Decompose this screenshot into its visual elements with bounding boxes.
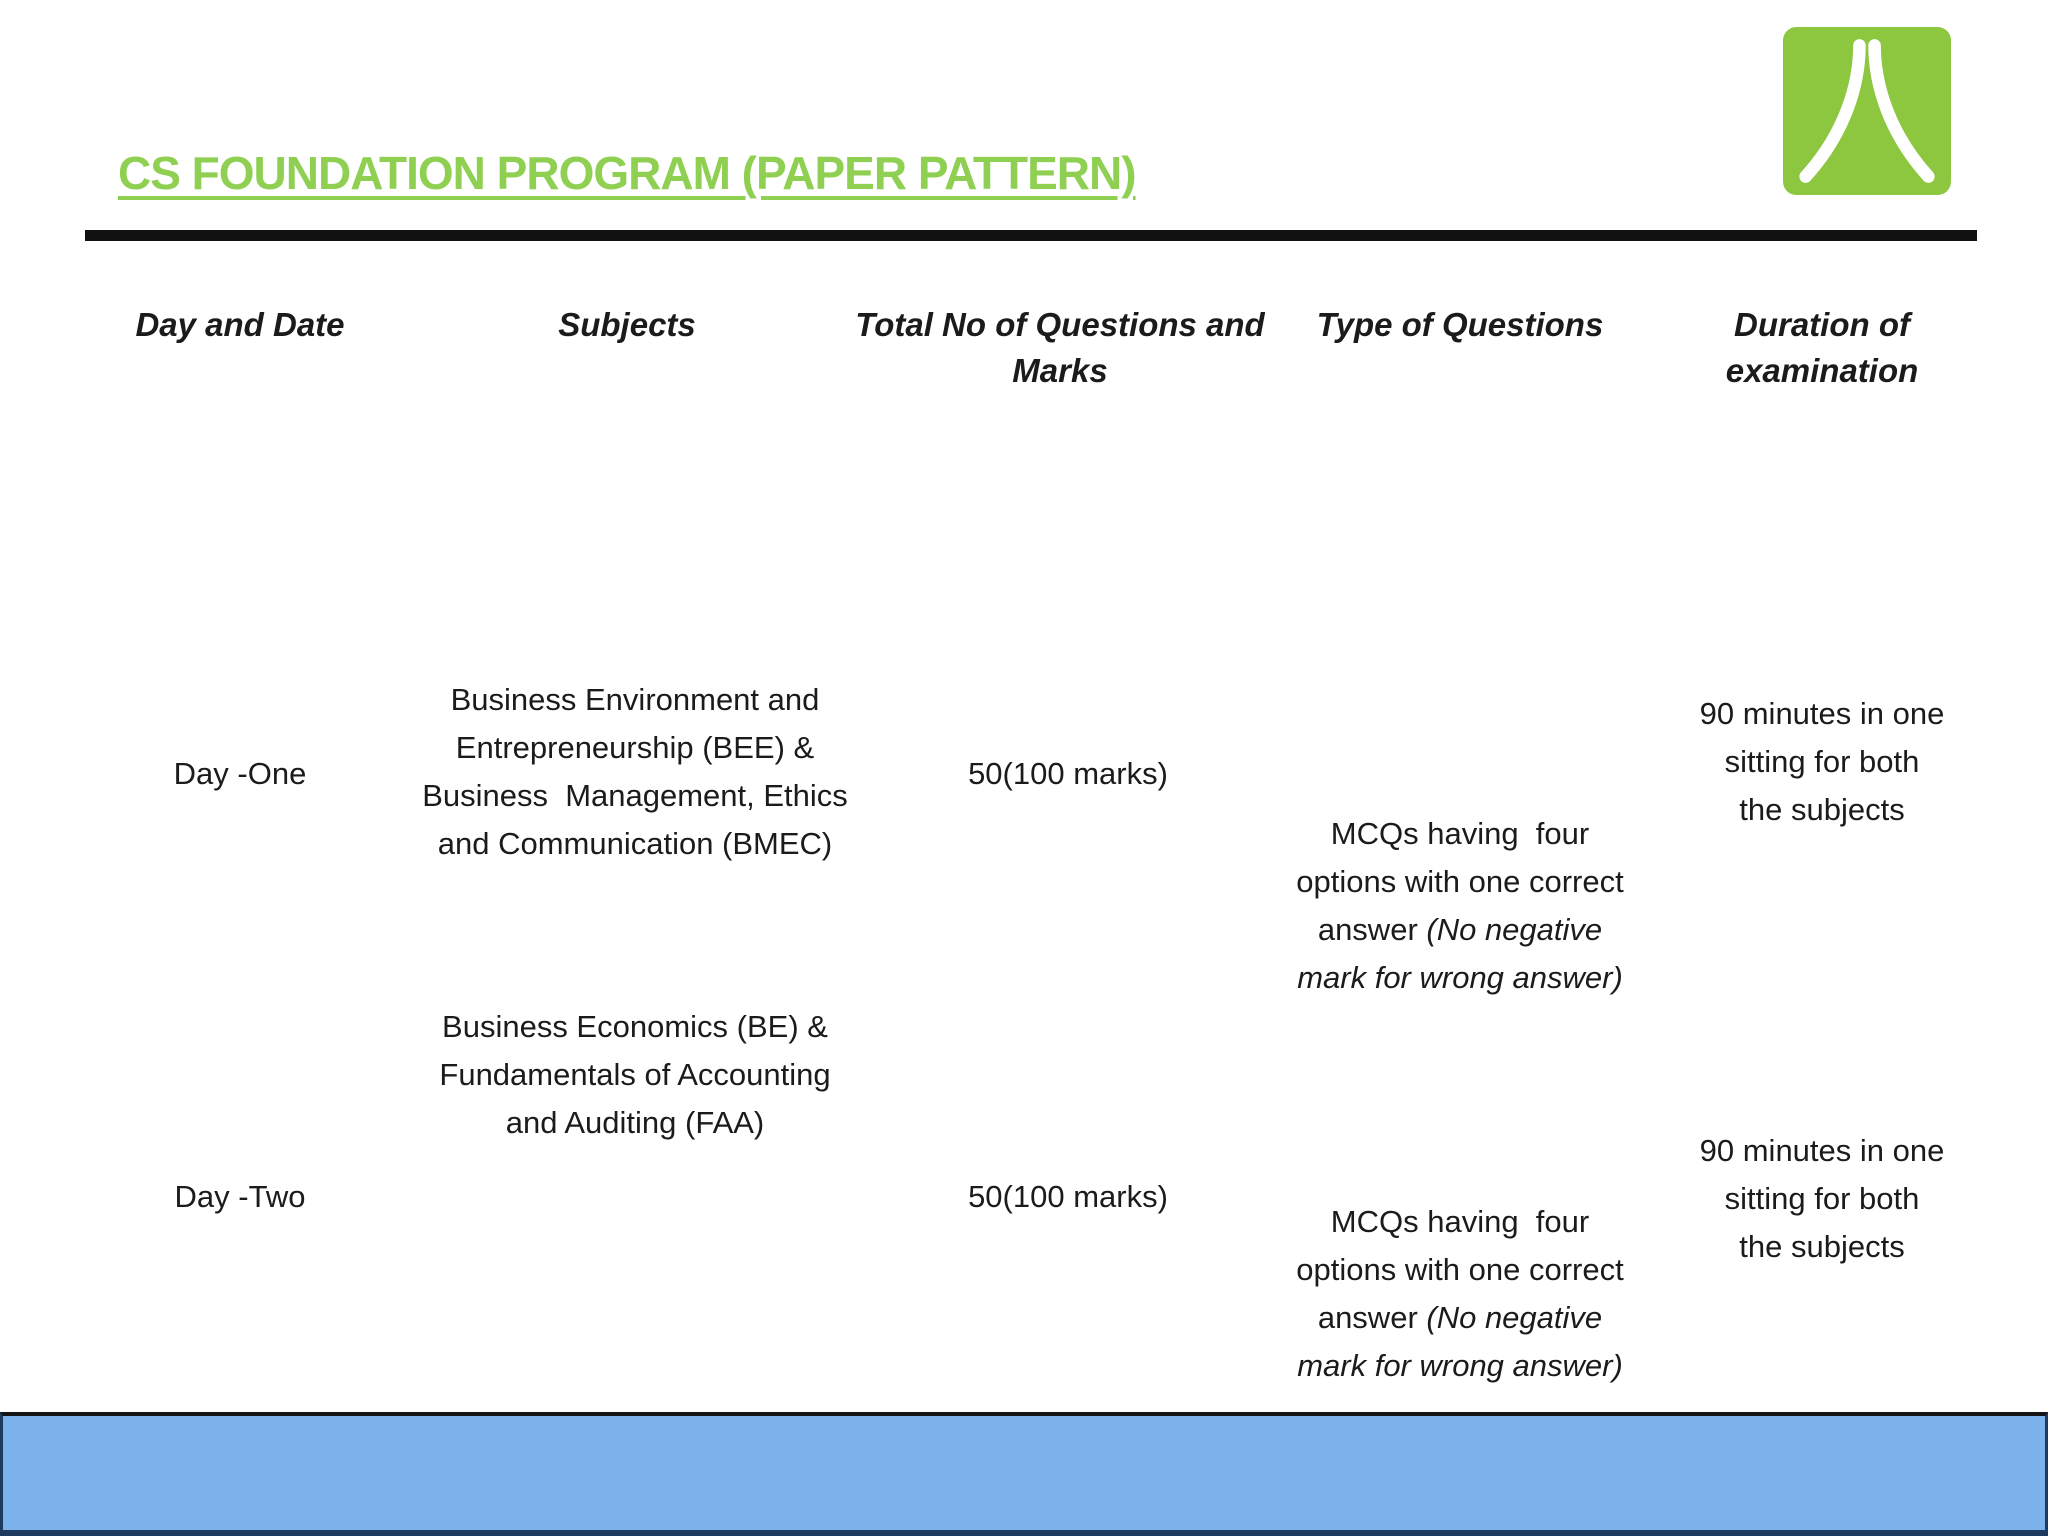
table-row-2-duration: 90 minutes in one sitting for both the s… — [1672, 1127, 1972, 1271]
subject-line: Business Environment and — [450, 682, 820, 717]
table-row-1-total-questions: 50(100 marks) — [968, 756, 1168, 791]
type-line-italic: (No negative — [1426, 1300, 1603, 1335]
duration-line: sitting for both — [1724, 744, 1920, 779]
table-row-1-subjects: Business Environment and Entrepreneurshi… — [380, 676, 890, 868]
type-line: answer (No negative — [1260, 1294, 1660, 1342]
subject-line: Business Management, Ethics — [422, 778, 848, 813]
subject-line: and Communication (BMEC) — [437, 826, 833, 861]
table-row-1-duration: 90 minutes in one sitting for both the s… — [1672, 690, 1972, 834]
column-header-total-questions: Total No of Questions and Marks — [855, 306, 1265, 389]
type-line: MCQs having four — [1330, 816, 1590, 851]
table-row-2-total-questions: 50(100 marks) — [968, 1179, 1168, 1214]
type-line: MCQs having four — [1330, 1204, 1590, 1239]
column-header-subjects: Subjects — [558, 306, 696, 343]
subject-line: Business Economics (BE) & — [442, 1009, 828, 1044]
title-divider — [85, 230, 1977, 241]
subject-line: Entrepreneurship (BEE) & — [455, 730, 815, 765]
duration-line: 90 minutes in one — [1699, 696, 1945, 731]
column-header-type-of-questions: Type of Questions — [1316, 306, 1604, 343]
subject-line: Fundamentals of Accounting — [439, 1057, 831, 1092]
duration-line: sitting for both — [1724, 1181, 1920, 1216]
table-row-2-subjects: Business Economics (BE) & Fundamentals o… — [380, 1003, 890, 1147]
type-line: options with one correct — [1296, 1252, 1624, 1287]
type-line: answer (No negative — [1260, 906, 1660, 954]
type-line-italic: (No negative — [1426, 912, 1603, 947]
column-header-day-and-date: Day and Date — [135, 306, 345, 343]
footer-bar — [0, 1412, 2048, 1536]
table-row-2-type-of-questions: MCQs having four options with one correc… — [1260, 1198, 1660, 1390]
table-row-1-day: Day -One — [173, 756, 307, 791]
duration-line: 90 minutes in one — [1699, 1133, 1945, 1168]
table-row-1-type-of-questions: MCQs having four options with one correc… — [1260, 810, 1660, 1002]
curved-peak-icon — [1783, 27, 1951, 195]
page-title: CS FOUNDATION PROGRAM (PAPER PATTERN) — [118, 147, 1137, 199]
company-logo — [1783, 25, 1951, 197]
subject-line: and Auditing (FAA) — [505, 1105, 765, 1140]
type-line-italic: mark for wrong answer) — [1297, 960, 1623, 995]
table-row-2-day: Day -Two — [174, 1179, 306, 1214]
type-line-normal: answer — [1317, 912, 1427, 947]
duration-line: the subjects — [1739, 792, 1905, 827]
type-line: options with one correct — [1296, 864, 1624, 899]
duration-line: the subjects — [1739, 1229, 1905, 1264]
type-line-normal: answer — [1317, 1300, 1427, 1335]
type-line-italic: mark for wrong answer) — [1297, 1348, 1623, 1383]
column-header-duration: Duration of examination — [1725, 306, 1919, 389]
